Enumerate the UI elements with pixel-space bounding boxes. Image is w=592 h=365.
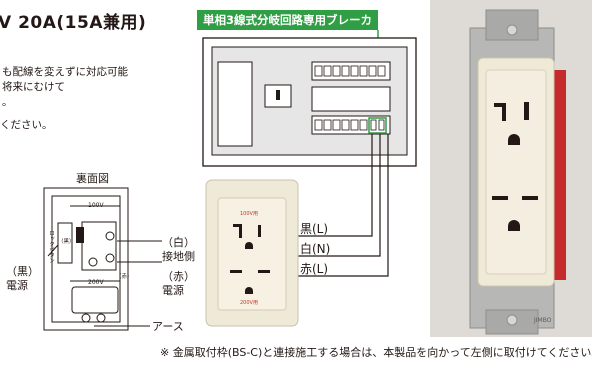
rear-view-lock-label: ロックボタン <box>48 230 54 263</box>
outlet-slots-top <box>233 224 261 249</box>
description-line-4: ください。 <box>0 119 53 131</box>
panel-main-switch <box>217 61 253 147</box>
footnote: ※ 金属取付枠(BS-C)と連接施工する場合は、本製品を向かって左側に取付けてく… <box>160 346 592 359</box>
rear-view-red-small: （赤） <box>116 274 133 280</box>
rear-view-100v-label: 100V <box>88 202 104 209</box>
product-photo: JIMBO <box>430 0 592 337</box>
highlighted-breaker <box>368 117 387 134</box>
outlet-slots-bottom <box>230 270 270 294</box>
black-power-sublabel: 電源 <box>6 279 28 292</box>
wire-label-red: 赤(L) <box>300 262 329 276</box>
description-line-1: も配線を変えずに対応可能 <box>2 66 128 78</box>
ground-label: アース <box>152 320 184 333</box>
white-neutral-label: （白） <box>162 236 195 249</box>
rear-view-title: 裏面図 <box>76 172 109 185</box>
red-power-label: （赤） <box>162 270 195 283</box>
black-power-label: （黒） <box>6 265 39 278</box>
outlet-100v-label: 100V用 <box>240 211 258 217</box>
wire-label-black: 黒(L) <box>300 222 329 236</box>
rear-view-200v-label: 200V <box>88 279 104 286</box>
red-power-sublabel: 電源 <box>162 284 184 297</box>
white-neutral-sublabel: 接地側 <box>162 250 195 263</box>
product-title: V 20A(15A兼用) <box>0 13 147 33</box>
wire-label-white: 白(N) <box>300 242 331 256</box>
breaker-row-lower <box>311 115 391 135</box>
product-photo-drawing <box>469 9 566 335</box>
breaker-callout: 単相3線式分岐回路専用ブレーカ <box>197 10 378 30</box>
description-line-2: 将来にむけて <box>2 81 65 93</box>
photo-brand-label: JIMBO <box>534 317 552 324</box>
branch-wires <box>294 134 389 277</box>
breaker-row-upper <box>311 61 391 81</box>
rear-view-black-small: （黒） <box>58 239 75 245</box>
panel-label-area <box>311 86 391 112</box>
rear-view-device <box>43 187 162 331</box>
outlet-200v-label: 200V用 <box>240 300 258 306</box>
description-line-3: 。 <box>2 96 13 108</box>
